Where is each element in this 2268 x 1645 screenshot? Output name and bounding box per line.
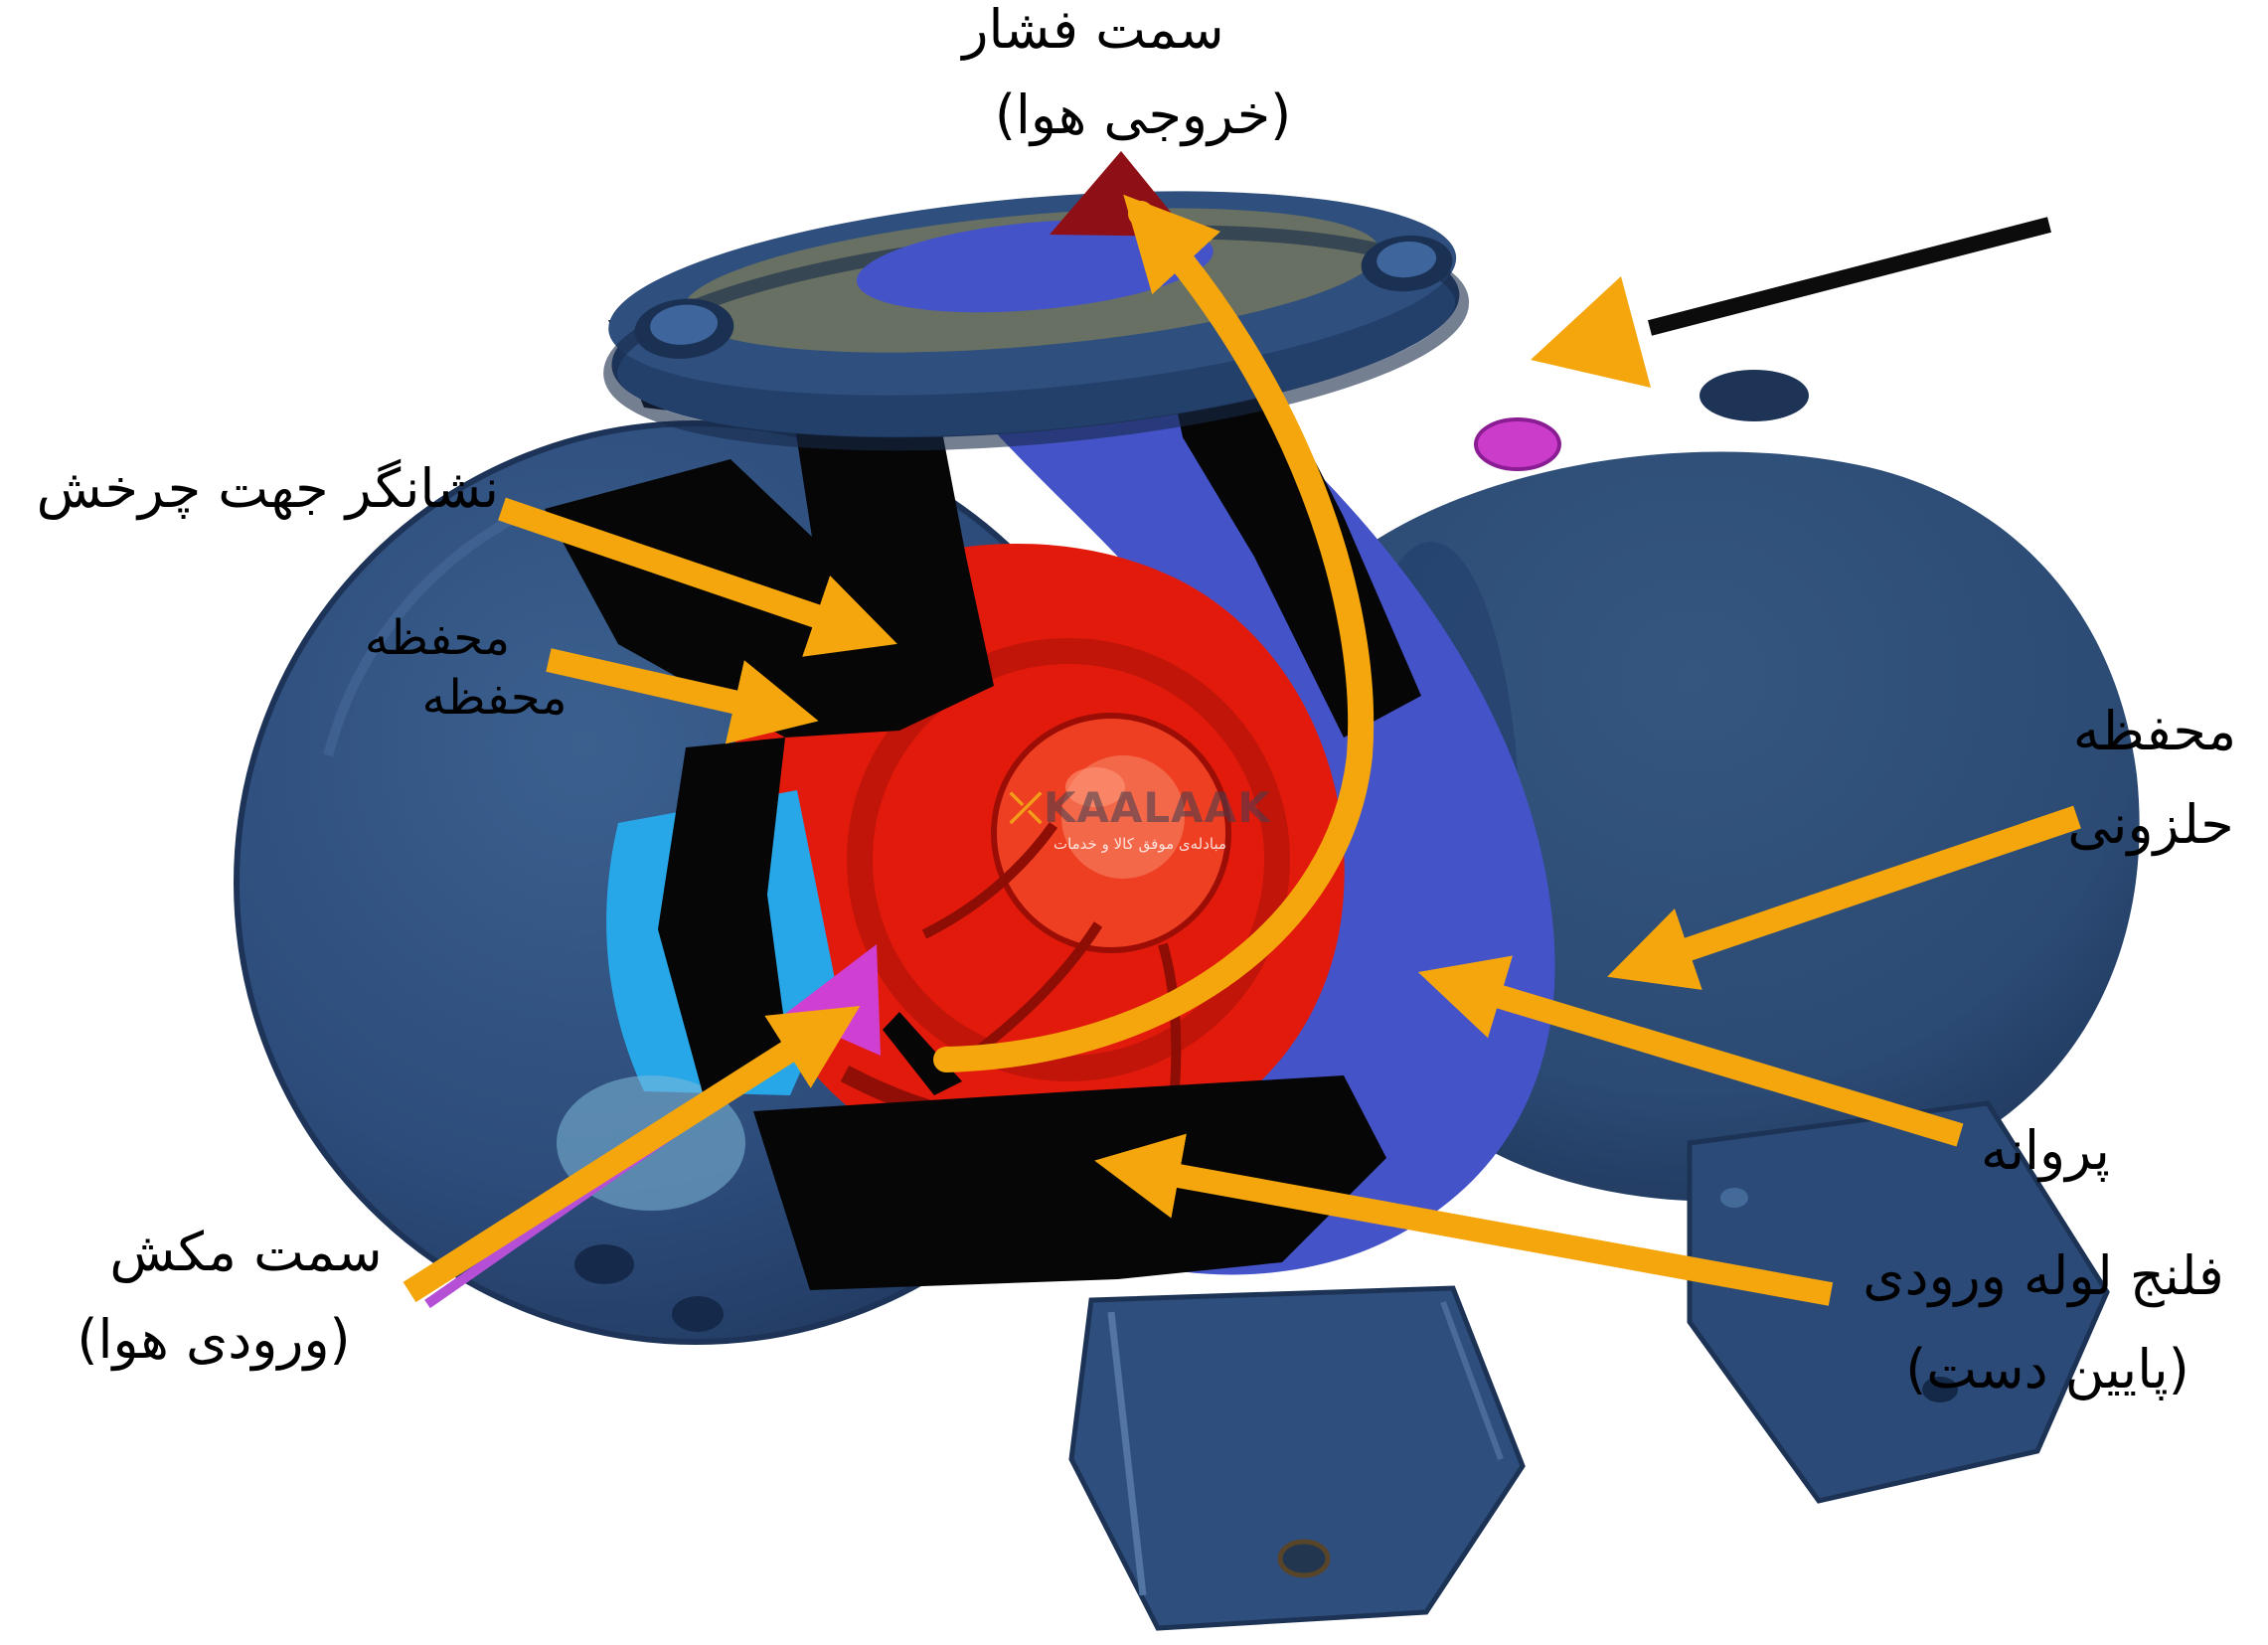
arrow-volute-casing (1607, 805, 2081, 990)
label-suction-side-line1: سمت مکش (109, 1221, 383, 1283)
annotation-arrows (403, 497, 2081, 1306)
label-impeller: پروانه (1981, 1119, 2110, 1182)
label-pressure-side-line2: (خروجی هوا) (994, 83, 1292, 146)
discharge-flange (603, 191, 1470, 451)
label-casing-upper: محفظه (364, 610, 511, 666)
label-rotation-indicator: نشانگر جهت چرخش (36, 457, 499, 520)
mounting-foot-center (1068, 1285, 1526, 1631)
label-suction-side-line2: (ورودی هوا) (77, 1308, 351, 1371)
arrow-top-right (1531, 217, 2052, 388)
bolt-hole (574, 1244, 634, 1284)
arrow-suction (403, 1006, 861, 1303)
label-volute-casing-line1: محفظه (2072, 700, 2237, 762)
flow-arrow (933, 194, 1375, 1072)
arrow-rotation-indicator (498, 497, 897, 657)
vent-bump (1700, 370, 1809, 421)
bolt-hole (672, 1296, 724, 1332)
arrow-inlet-flange (1094, 1133, 1834, 1306)
magenta-plug (1474, 417, 1561, 471)
label-inlet-flange-line2: (پایین دست) (1905, 1338, 2189, 1400)
label-casing-lower: محفظه (421, 670, 567, 726)
label-inlet-flange-line1: فلنج لوله ورودی (1863, 1244, 2224, 1307)
support-foot-right (1687, 1100, 2110, 1504)
arrow-impeller (1417, 955, 1964, 1147)
label-pressure-side-line1: سمت فشار (962, 0, 1224, 61)
flow-passage (877, 237, 1555, 1275)
label-volute-casing-line2: حلزونی (2067, 793, 2234, 856)
arrow-casing (546, 648, 819, 744)
